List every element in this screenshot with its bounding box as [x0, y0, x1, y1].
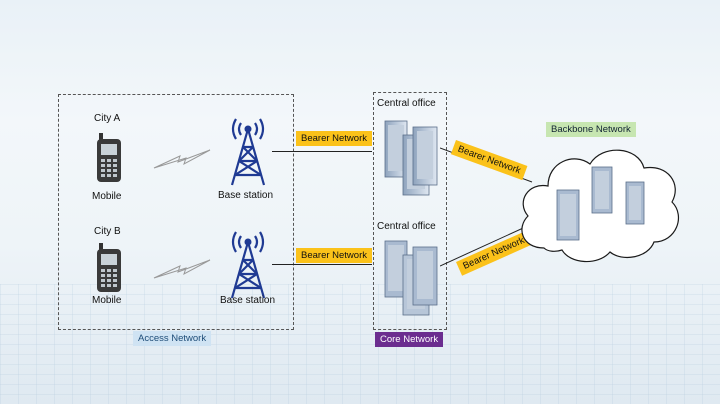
- server-rack-icon: [384, 120, 438, 196]
- central-office-1-label: Central office: [377, 98, 436, 109]
- server-rack-icon: [384, 240, 438, 316]
- core-network-box: [373, 92, 447, 330]
- server-rack-icon: [591, 166, 613, 214]
- access-network-label: Access Network: [133, 331, 212, 346]
- background-grid: [0, 284, 720, 404]
- wireless-signal-icon: [153, 259, 211, 279]
- base-station-b-label: Base station: [220, 295, 276, 306]
- access-network-box: [58, 94, 294, 330]
- city-b-label: City B: [94, 226, 121, 237]
- city-a-label: City A: [94, 113, 121, 124]
- link-line: [272, 264, 372, 265]
- core-network-label: Core Network: [375, 332, 444, 347]
- mobile-a-label: Mobile: [92, 191, 122, 202]
- mobile-phone-icon: [97, 133, 121, 182]
- server-rack-icon: [556, 189, 580, 241]
- link-line: [272, 151, 372, 152]
- bearer-network-tag: Bearer Network: [296, 248, 372, 263]
- wireless-signal-icon: [153, 149, 211, 169]
- server-rack-icon: [625, 181, 645, 225]
- base-station-a-label: Base station: [218, 190, 274, 201]
- bearer-network-tag: Bearer Network: [296, 131, 372, 146]
- backbone-network-label: Backbone Network: [546, 122, 636, 137]
- mobile-b-label: Mobile: [92, 295, 122, 306]
- base-station-tower-icon: [230, 231, 266, 299]
- base-station-tower-icon: [230, 118, 266, 186]
- mobile-phone-icon: [97, 243, 121, 292]
- central-office-2-label: Central office: [377, 221, 436, 232]
